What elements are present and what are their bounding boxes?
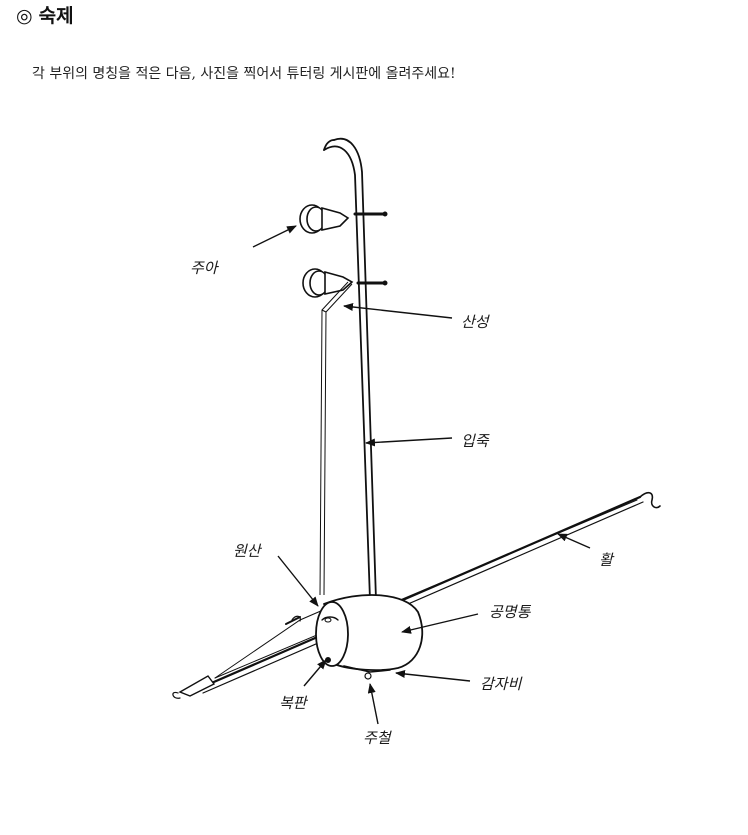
label-jua: 주아 bbox=[190, 259, 220, 277]
label-wonsan: 원산 bbox=[233, 542, 263, 560]
neck-drawing bbox=[323, 137, 388, 601]
label-ipjuk: 입죽 bbox=[461, 432, 490, 450]
bow-drawing bbox=[172, 491, 661, 699]
label-bokpan: 복판 bbox=[279, 694, 309, 712]
double-circle-icon: ◎ bbox=[16, 5, 33, 27]
label-sanseong: 산성 bbox=[461, 313, 491, 331]
strings-drawing bbox=[319, 281, 353, 596]
instruction-text: 각 부위의 명칭을 적은 다음, 사진을 찍어서 튜터링 게시판에 올려주세요! bbox=[32, 66, 456, 82]
label-jucheol: 주철 bbox=[363, 729, 392, 747]
label-hwal: 활 bbox=[599, 551, 615, 569]
homework-heading: ◎숙제 bbox=[16, 2, 74, 30]
label-gamjabi: 감자비 bbox=[480, 675, 523, 693]
heading-title: 숙제 bbox=[38, 5, 74, 27]
label-gongmyeongtong: 공명통 bbox=[489, 603, 532, 621]
leader-arrows bbox=[252, 225, 591, 725]
tuning-pegs-drawing bbox=[299, 204, 354, 298]
resonator-drawing bbox=[315, 594, 424, 680]
